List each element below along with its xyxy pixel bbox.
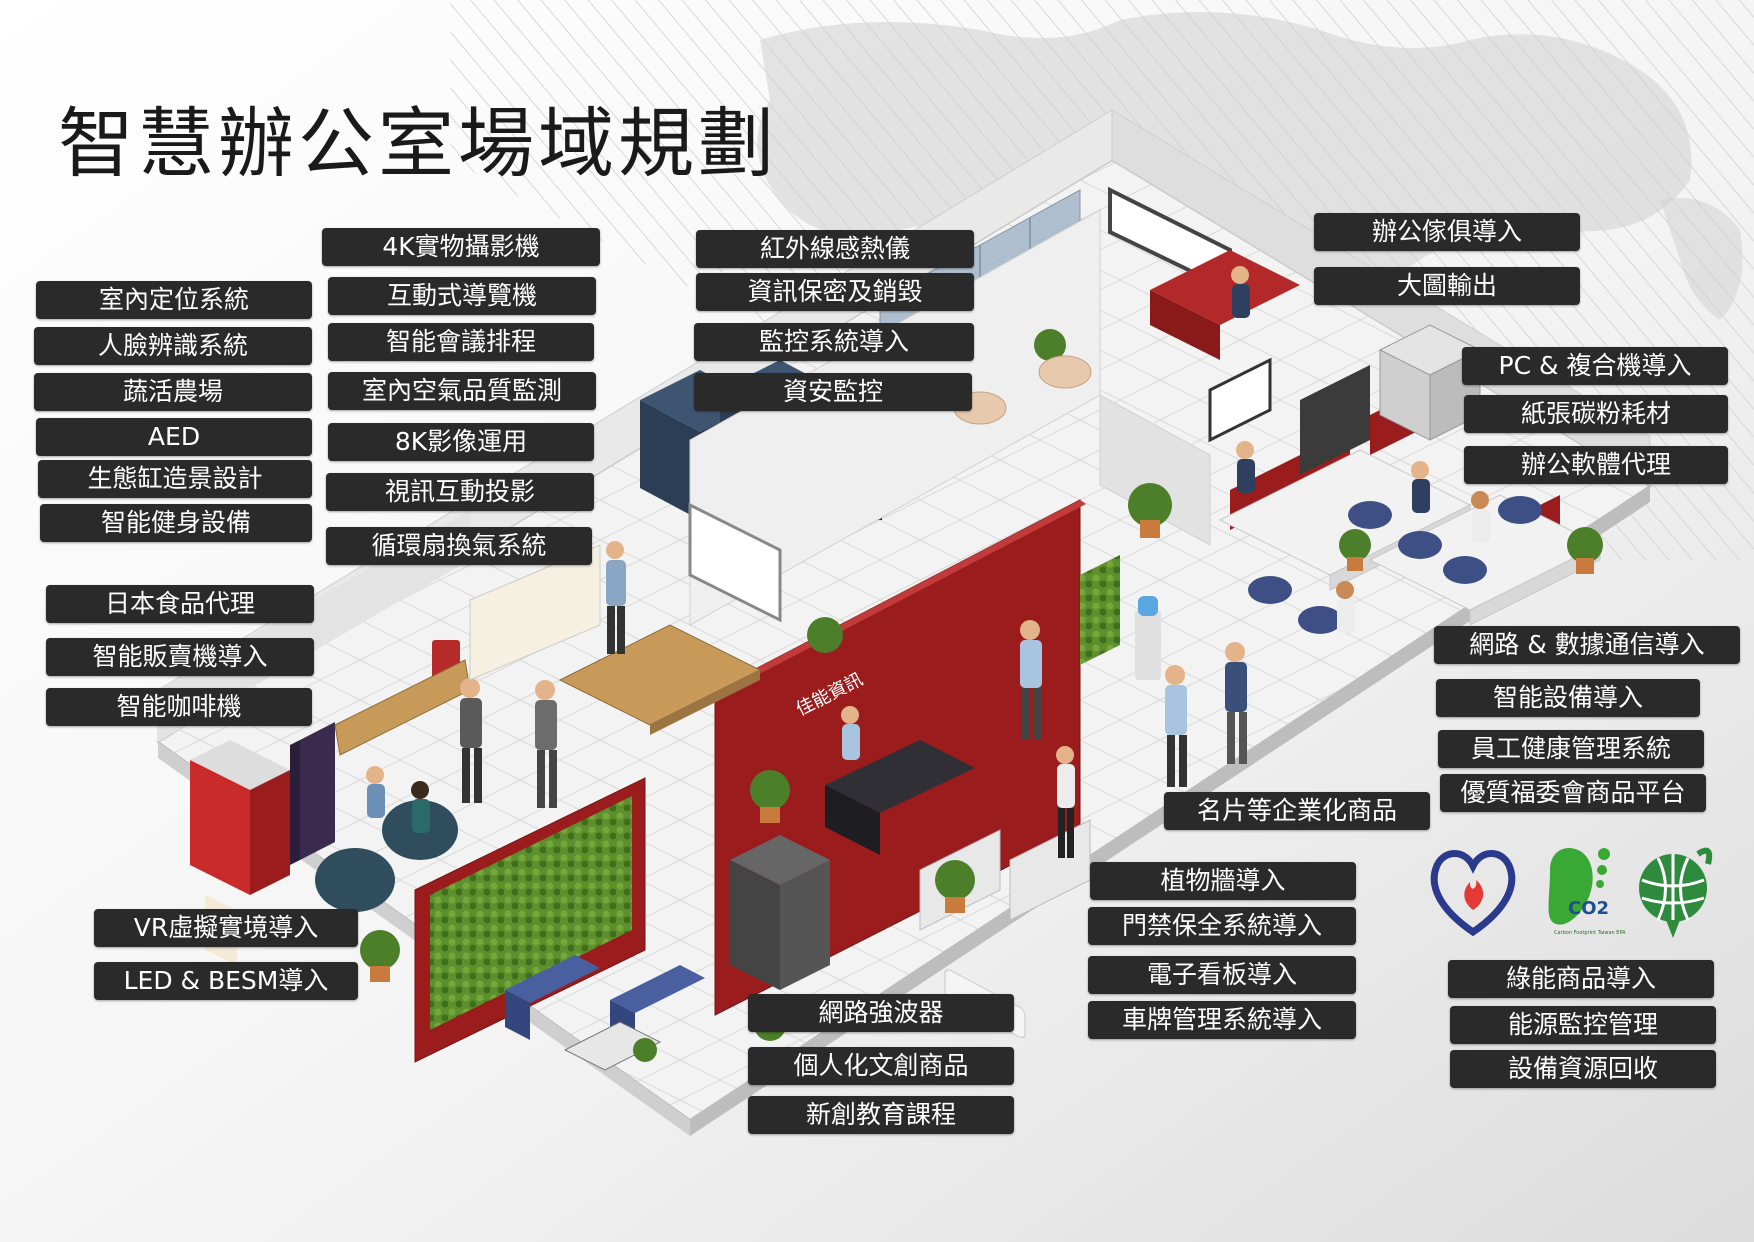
eco-certification-logos: CO2 Carbon Footprint Taiwan EPA xyxy=(1430,847,1713,938)
manager-desk-side xyxy=(1150,290,1220,360)
label-office-furniture: 辦公傢俱導入 xyxy=(1314,213,1580,251)
partition-wall-right xyxy=(1099,394,1211,546)
label-paper-toner: 紙張碳粉耗材 xyxy=(1464,395,1728,433)
coffee-table xyxy=(563,1021,662,1071)
meeting-table-edge xyxy=(650,670,760,735)
potted-plants xyxy=(360,329,1603,1062)
label-air-quality: 室內空氣品質監測 xyxy=(328,372,596,410)
label-large-print: 大圖輸出 xyxy=(1314,267,1580,305)
label-smart-devices: 智能設備導入 xyxy=(1436,679,1700,717)
label-led-besm: LED & BESM導入 xyxy=(94,962,358,1000)
label-business-cards: 名片等企業化商品 xyxy=(1164,792,1430,830)
label-plate-recognition: 車牌管理系統導入 xyxy=(1088,1001,1356,1039)
label-veg-farm: 蔬活農場 xyxy=(34,373,312,411)
label-welfare-platform: 優質福委會商品平台 xyxy=(1440,774,1706,812)
label-ventilation-fan: 循環扇換氣系統 xyxy=(326,527,592,565)
map-silhouette-east xyxy=(1660,198,1743,320)
wall-display xyxy=(1208,357,1272,443)
label-network-comm: 網路 & 數據通信導入 xyxy=(1434,626,1740,664)
label-employee-health: 員工健康管理系統 xyxy=(1438,730,1704,768)
carbon-footprint-caption: Carbon Footprint Taiwan EPA xyxy=(1554,930,1626,936)
label-doc-camera-4k: 4K實物攝影機 xyxy=(322,228,600,266)
label-surveillance: 監控系統導入 xyxy=(694,323,974,361)
label-interactive-guide: 互動式導覽機 xyxy=(328,277,596,315)
label-face-recognition: 人臉辨識系統 xyxy=(34,327,312,365)
label-video-projection: 視訊互動投影 xyxy=(326,473,594,511)
energy-label-heart-icon xyxy=(1430,850,1516,937)
label-resource-recycling: 設備資源回收 xyxy=(1450,1050,1716,1088)
water-dispenser xyxy=(1135,610,1161,680)
label-personal-creative: 個人化文創商品 xyxy=(748,1047,1014,1085)
label-indoor-positioning: 室內定位系統 xyxy=(36,281,312,319)
label-aed: AED xyxy=(36,418,312,456)
label-cyber-security: 資安監控 xyxy=(694,373,972,411)
label-ir-thermal: 紅外線感熱儀 xyxy=(696,230,974,268)
label-digital-signage: 電子看板導入 xyxy=(1088,956,1356,994)
people-figures xyxy=(366,266,1490,858)
label-startup-course: 新創教育課程 xyxy=(748,1096,1014,1134)
open-office-desks xyxy=(1218,449,1602,626)
office-chairs xyxy=(1248,496,1542,634)
label-smart-vending: 智能販賣機導入 xyxy=(46,638,314,676)
label-info-security-destroy: 資訊保密及銷毀 xyxy=(696,273,974,311)
label-office-software: 辦公軟體代理 xyxy=(1464,446,1728,484)
label-access-control: 門禁保全系統導入 xyxy=(1088,907,1356,945)
carbon-footprint-icon: CO2 Carbon Footprint Taiwan EPA xyxy=(1548,848,1626,936)
label-video-8k: 8K影像運用 xyxy=(328,423,594,461)
manager-desk xyxy=(1150,250,1300,325)
file-cabinet xyxy=(730,835,830,990)
red-wall-top xyxy=(715,500,1086,694)
reception-desk xyxy=(825,740,975,855)
printer-cabinet xyxy=(1300,365,1370,475)
whiteboard xyxy=(688,502,782,623)
green-mark-icon xyxy=(1639,847,1713,938)
label-smart-coffee: 智能咖啡機 xyxy=(46,688,312,726)
label-energy-monitoring: 能源監控管理 xyxy=(1450,1006,1716,1044)
label-wifi-extender: 網路強波器 xyxy=(748,994,1014,1032)
vertical-garden xyxy=(430,796,632,1030)
page-title: 智慧辦公室場域規劃 xyxy=(58,99,778,188)
label-plant-wall: 植物牆導入 xyxy=(1090,862,1356,900)
label-eco-tank: 生態缸造景設計 xyxy=(38,460,312,498)
co2-text: CO2 xyxy=(1568,898,1609,919)
label-smart-meeting: 智能會議排程 xyxy=(328,323,594,361)
label-japan-food: 日本食品代理 xyxy=(46,585,314,623)
label-vr: VR虛擬實境導入 xyxy=(94,909,358,947)
water-bottle xyxy=(1138,596,1158,616)
label-smart-fitness: 智能健身設備 xyxy=(40,504,312,542)
label-pc-mfp: PC & 複合機導入 xyxy=(1462,347,1728,385)
cafe-wall xyxy=(158,510,470,742)
smart-vending-screen xyxy=(290,722,335,865)
label-green-products: 綠能商品導入 xyxy=(1448,960,1714,998)
lounge-sofas xyxy=(505,955,705,1071)
green-plant-column xyxy=(1080,555,1120,665)
